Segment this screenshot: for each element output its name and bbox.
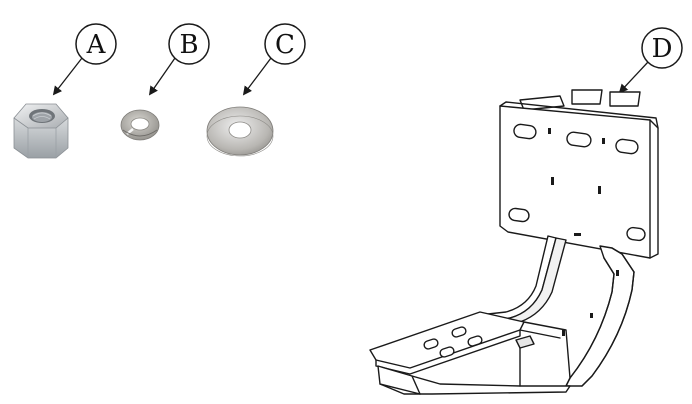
callout-c-arrow (242, 57, 272, 96)
callout-b: B (148, 23, 210, 96)
callout-d-label: D (652, 34, 673, 64)
callout-b-circle (168, 23, 210, 65)
callout-d-circle (641, 27, 683, 69)
callout-b-label: B (179, 30, 198, 60)
callout-a-label: A (86, 30, 107, 60)
callout-c-label: C (275, 30, 295, 60)
hex-nut-icon (13, 103, 69, 159)
callout-a: A (52, 23, 117, 96)
callout-a-circle (75, 23, 117, 65)
plate-slot (508, 123, 646, 242)
mounting-bracket-icon (369, 89, 659, 395)
flat-washer-icon (206, 106, 274, 157)
lock-washer-icon (120, 109, 160, 141)
callout-c: C (242, 23, 306, 96)
callout-d-arrow (618, 61, 649, 94)
callout-d: D (618, 27, 683, 94)
callout-a-arrow (52, 57, 83, 96)
callout-c-circle (264, 23, 306, 65)
platform-slot (423, 326, 483, 358)
callout-b-arrow (148, 57, 176, 96)
